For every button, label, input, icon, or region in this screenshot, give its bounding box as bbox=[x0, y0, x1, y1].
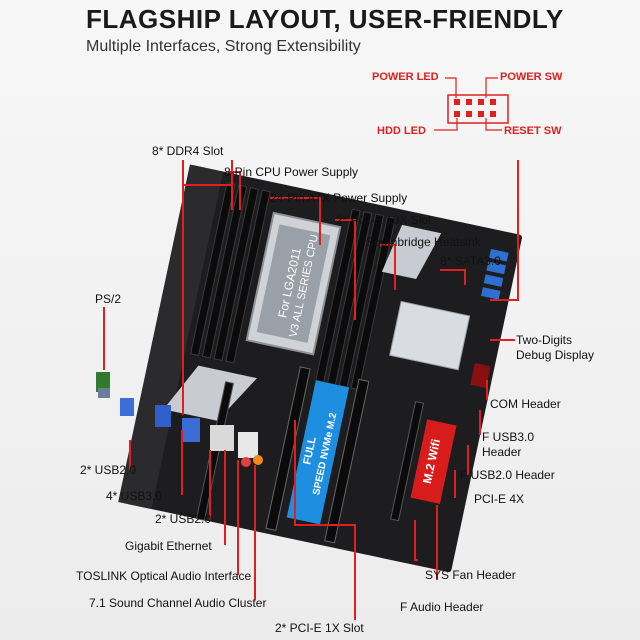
label-fusb3-header: F USB3.0 Header bbox=[482, 430, 535, 459]
front-panel-header-diagram bbox=[434, 77, 509, 131]
nvme-text-1: FULL bbox=[301, 435, 319, 465]
label-toslink: TOSLINK Optical Audio Interface bbox=[76, 569, 252, 583]
label-gigabit-ethernet: Gigabit Ethernet bbox=[125, 539, 212, 553]
label-sys-fan: SYS Fan Header bbox=[425, 568, 516, 582]
label-com-header: COM Header bbox=[490, 397, 561, 411]
label-power-sw: POWER SW bbox=[500, 71, 563, 83]
callout-lines bbox=[103, 160, 519, 620]
rear-io bbox=[96, 372, 263, 467]
label-pcie4x: PCI-E 4X bbox=[474, 492, 525, 506]
label-pcie1x: 2* PCI-E 1X Slot bbox=[275, 621, 364, 635]
label-fusb2-header: F USB2.0 Header bbox=[460, 468, 555, 482]
page-title: FLAGSHIP LAYOUT, USER-FRIENDLY bbox=[86, 4, 564, 34]
label-southbridge: Southbridge Heatsink bbox=[366, 235, 481, 249]
label-power-led: POWER LED bbox=[372, 71, 439, 83]
label-debug-display: Two-Digits Debug Display bbox=[516, 333, 595, 362]
label-usb20-b: 2* USB2.0 bbox=[155, 512, 212, 526]
label-ddr4-slot: 8* DDR4 Slot bbox=[152, 144, 224, 158]
page-subtitle: Multiple Interfaces, Strong Extensibilit… bbox=[86, 38, 361, 55]
label-f-audio: F Audio Header bbox=[400, 600, 484, 614]
label-cpu-power: 8-Pin CPU Power Supply bbox=[224, 165, 359, 179]
label-atx-power: 24-Pin ATX Power Supply bbox=[270, 191, 408, 205]
label-reset-sw: RESET SW bbox=[504, 125, 562, 137]
label-pcie16: 2* PCI-E 16X Slot bbox=[336, 213, 432, 227]
label-ps2: PS/2 bbox=[95, 292, 122, 306]
label-audio71: 7.1 Sound Channel Audio Cluster bbox=[89, 596, 267, 610]
label-usb20-a: 2* USB2.0 bbox=[80, 463, 137, 477]
label-usb30: 4* USB3.0 bbox=[106, 489, 163, 503]
label-hdd-led: HDD LED bbox=[377, 125, 426, 137]
label-sata: 8* SATA3.0 bbox=[440, 254, 501, 268]
motherboard-body: For LGA2011 V3 ALL SERIES CPU FULL SPEED… bbox=[118, 164, 523, 573]
